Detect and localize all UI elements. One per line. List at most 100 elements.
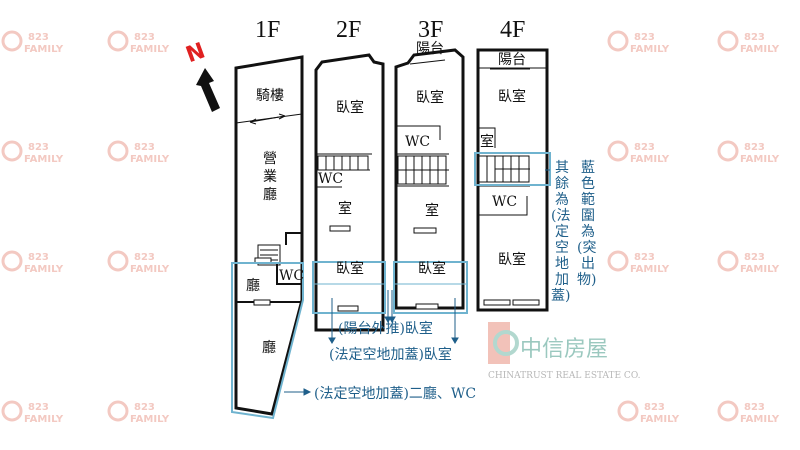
watermark-word: FAMILY — [130, 44, 170, 55]
room-business-hall-2: 業 — [263, 169, 277, 185]
room-bedroom-2f-top: 臥室 — [336, 99, 364, 116]
floor-title-3f: 3F — [418, 17, 443, 43]
note-balcony-extension: (陽台外推)臥室 — [338, 320, 433, 337]
logo-block — [488, 322, 510, 364]
watermark-word: FAMILY — [24, 264, 64, 275]
watermark-number: 823 — [644, 402, 665, 413]
watermark-word: FAMILY — [130, 264, 170, 275]
floor-title-1f: 1F — [255, 17, 280, 43]
floor-4f — [474, 48, 551, 312]
room-wc-4f: WC — [492, 194, 517, 210]
rest-char: 其 — [555, 160, 569, 176]
room-bedroom-4f-bottom: 臥室 — [498, 251, 526, 268]
blue_range-char: 出 — [581, 256, 595, 272]
house-logo-icon — [717, 400, 739, 422]
logo-chinese: 中信房屋 — [520, 337, 608, 362]
watermark-number: 823 — [28, 402, 49, 413]
room-2f: 室 — [338, 200, 352, 217]
floor-2f — [312, 53, 386, 332]
room-bedroom-4f-top: 臥室 — [498, 88, 526, 105]
rest-char: 定 — [555, 224, 569, 240]
logo-english: CHINATRUST REAL ESTATE CO. — [488, 371, 641, 381]
blue_range-char: 圍 — [581, 208, 595, 224]
watermark-word: FAMILY — [130, 414, 170, 425]
room-wc-3f: WC — [405, 134, 430, 150]
north-label: N — [183, 38, 209, 68]
house-logo-icon — [1, 30, 23, 52]
note-rest: 其餘為(法定空地加蓋) — [551, 160, 570, 304]
blue_range-char: 範 — [581, 191, 595, 208]
rest-char: 蓋) — [551, 288, 570, 304]
room-hall-b: 廳 — [262, 339, 276, 356]
watermark-word: FAMILY — [24, 414, 64, 425]
watermark-word: FAMILY — [630, 264, 670, 275]
note-legal-space-bedroom: (法定空地加蓋)臥室 — [329, 346, 452, 363]
watermark-word: FAMILY — [630, 44, 670, 55]
watermark-number: 823 — [28, 142, 49, 153]
blue_range-char: (突 — [577, 240, 596, 256]
watermark-word: FAMILY — [740, 44, 780, 55]
house-logo-icon — [1, 400, 23, 422]
rest-char: 加 — [555, 272, 569, 288]
watermark-word: FAMILY — [130, 154, 170, 165]
house-logo-icon — [107, 250, 129, 272]
rest-char: 空 — [555, 240, 569, 256]
floor-1f — [231, 55, 304, 420]
north-arrow-icon — [196, 68, 220, 112]
watermark-number: 823 — [134, 32, 155, 43]
house-logo-icon — [107, 30, 129, 52]
room-bedroom-3f-bottom: 臥室 — [418, 260, 446, 277]
center-logo: 中信房屋 CHINATRUST REAL ESTATE CO. — [488, 322, 641, 381]
watermark-word: FAMILY — [740, 264, 780, 275]
room-balcony-4f: 陽台 — [498, 52, 526, 68]
watermark-word: FAMILY — [740, 414, 780, 425]
house-logo-icon — [717, 140, 739, 162]
watermark-number: 823 — [134, 142, 155, 153]
rest-char: 餘 — [555, 175, 569, 192]
room-4f: 室 — [480, 133, 494, 150]
house-logo-icon — [717, 250, 739, 272]
watermark-number: 823 — [744, 402, 765, 413]
rest-char: 為 — [555, 192, 569, 208]
house-logo-icon — [607, 140, 629, 162]
room-3f: 室 — [425, 202, 439, 219]
house-logo-icon — [607, 250, 629, 272]
room-wc-1f: WC — [279, 268, 304, 284]
room-business-hall-1: 營 — [263, 151, 277, 167]
room-bedroom-3f-top: 臥室 — [416, 89, 444, 106]
room-business-hall-3: 廳 — [263, 186, 277, 203]
floor-title-4f: 4F — [500, 17, 525, 43]
watermark-number: 823 — [744, 252, 765, 263]
watermark-number: 823 — [134, 252, 155, 263]
annotation-arrows — [284, 290, 459, 396]
house-logo-icon — [107, 400, 129, 422]
watermark-number: 823 — [744, 32, 765, 43]
watermark-number: 823 — [28, 252, 49, 263]
blue_range-char: 色 — [581, 175, 595, 192]
house-logo-icon — [717, 30, 739, 52]
watermark-number: 823 — [134, 402, 155, 413]
rest-char: 地 — [555, 256, 569, 272]
logo-mark-icon — [493, 330, 519, 356]
house-logo-icon — [107, 140, 129, 162]
room-bedroom-2f-bottom: 臥室 — [336, 260, 364, 277]
blue_range-char: 物) — [577, 272, 596, 288]
watermark-number: 823 — [634, 142, 655, 153]
watermark-layer: 823FAMILY823FAMILY823FAMILY823FAMILY823F… — [1, 30, 780, 425]
room-wc-2f: WC — [318, 171, 343, 187]
house-logo-icon — [617, 400, 639, 422]
note-legal-space-hall-wc: (法定空地加蓋)二廳、WC — [314, 385, 476, 402]
